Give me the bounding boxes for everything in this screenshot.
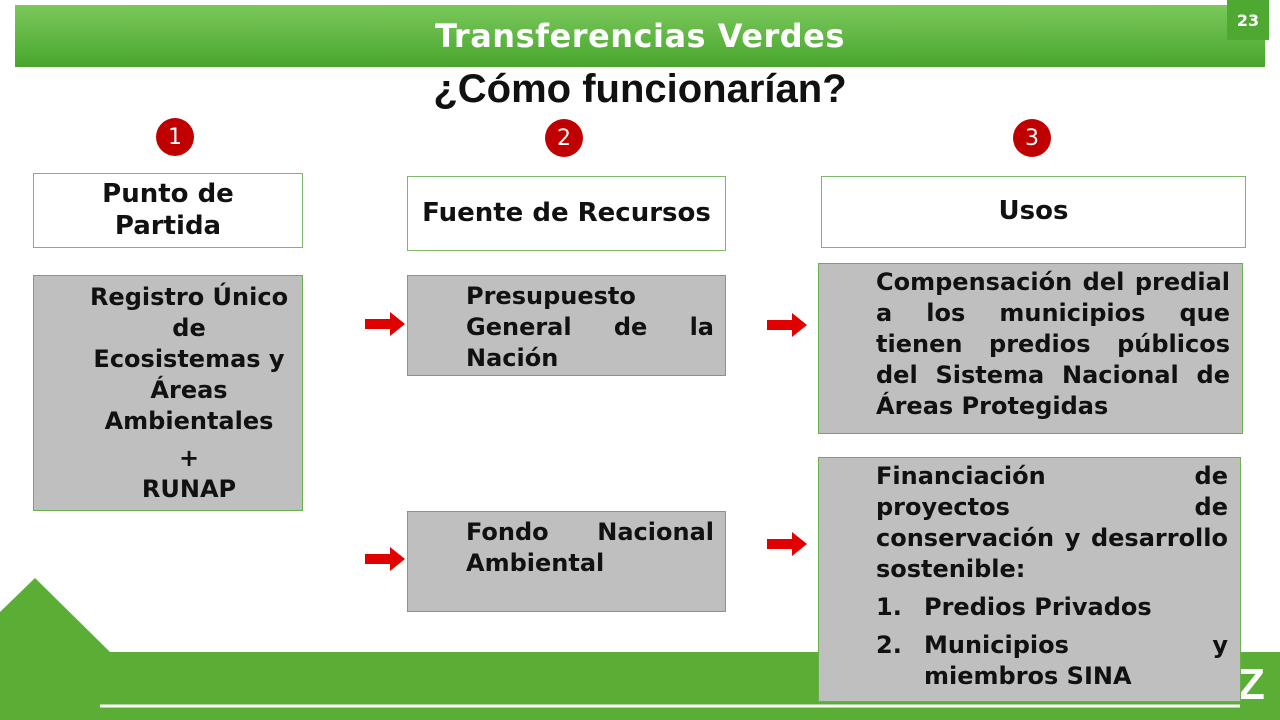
- list-item-number: 1.: [876, 593, 902, 621]
- registro-plus: +: [178, 444, 200, 472]
- financiacion-box: Financiación de proyectos de conservació…: [818, 457, 1241, 702]
- step-2-badge: 2: [545, 119, 583, 157]
- list-item-text: Municipios y miembros SINA: [924, 631, 1228, 690]
- registro-line4: Áreas: [150, 376, 228, 404]
- list-item: 2. Municipios y miembros SINA: [876, 630, 1228, 692]
- punto-de-partida-header-line1: Punto de: [102, 179, 234, 210]
- presupuesto-box: Presupuesto General de la Nación: [407, 275, 726, 376]
- fondo-nacional-box: Fondo Nacional Ambiental: [407, 511, 726, 612]
- slide-subtitle: ¿Cómo funcionarían?: [433, 67, 847, 111]
- financiacion-text: Financiación de proyectos de conservació…: [876, 462, 1228, 583]
- right-arrow-icon: [767, 313, 807, 337]
- punto-de-partida-header: Punto de Partida: [33, 173, 303, 248]
- compensacion-box: Compensación del predial a los municipio…: [818, 263, 1243, 434]
- list-item-number: 2.: [876, 631, 902, 659]
- punto-de-partida-header-line2: Partida: [114, 210, 222, 241]
- page-number: 23: [1227, 0, 1269, 40]
- list-item: 1. Predios Privados: [876, 592, 1228, 623]
- right-arrow-icon: [365, 547, 405, 571]
- financiacion-list: 1. Predios Privados 2. Municipios y miem…: [876, 592, 1228, 692]
- logo-fragment: Z: [1238, 660, 1265, 709]
- fondo-nacional-text: Fondo Nacional Ambiental: [466, 518, 714, 577]
- registro-line3: Ecosistemas y: [93, 345, 285, 373]
- presupuesto-text: Presupuesto General de la Nación: [466, 282, 714, 372]
- list-item-text: Predios Privados: [924, 593, 1152, 621]
- step-1-badge: 1: [156, 118, 194, 156]
- title-banner: Transferencias Verdes: [15, 5, 1265, 67]
- right-arrow-icon: [767, 532, 807, 556]
- registro-line2: de: [172, 314, 206, 342]
- registro-unico-box: Registro Único de Ecosistemas y Áreas Am…: [33, 275, 303, 511]
- right-arrow-icon: [365, 312, 405, 336]
- fuente-de-recursos-header: Fuente de Recursos: [407, 176, 726, 251]
- step-3-badge: 3: [1013, 119, 1051, 157]
- registro-line5: Ambientales: [104, 407, 274, 435]
- compensacion-text: Compensación del predial a los municipio…: [876, 268, 1230, 420]
- slide-title: Transferencias Verdes: [435, 17, 845, 55]
- registro-line6: RUNAP: [141, 475, 237, 503]
- usos-header: Usos: [821, 176, 1246, 248]
- registro-line1: Registro Único: [89, 283, 289, 311]
